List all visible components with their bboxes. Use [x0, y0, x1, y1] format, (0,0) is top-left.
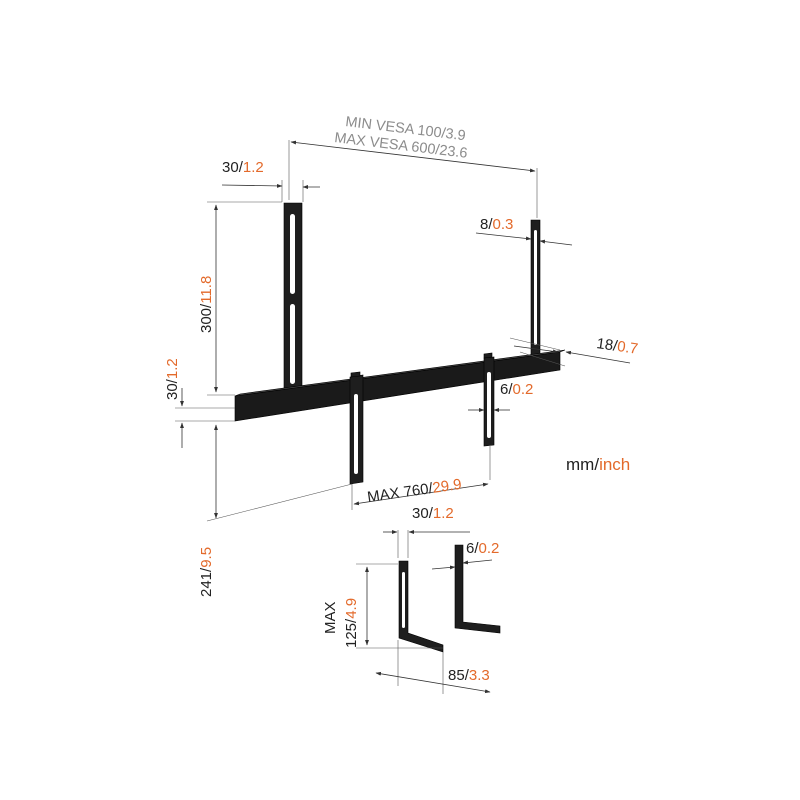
dim-label-6-bottom: 6/0.2 [466, 540, 499, 557]
dim-label-max-760: MAX 760/29.9 [366, 476, 463, 506]
main-bar [234, 349, 566, 422]
dim-label-85: 85/3.3 [448, 667, 490, 684]
width-85-line [375, 671, 491, 694]
dim-label-max-prefix: MAX [322, 601, 339, 634]
dimension-lines [180, 140, 631, 694]
left-arm [283, 202, 303, 399]
max-760-line [353, 482, 489, 506]
dim-label-241: 241/9.5 [198, 547, 215, 597]
units-legend: mm/inch [566, 455, 630, 474]
center-bracket [349, 371, 364, 485]
right-arm [530, 219, 541, 357]
dim-label-300: 300/11.8 [198, 276, 215, 333]
vesa-dimension-line [290, 140, 536, 173]
l-bracket-small [454, 544, 501, 634]
dim-label-125: 125/4.9 [343, 598, 360, 648]
dim-label-30-side: 30/1.2 [164, 358, 181, 400]
dim-label-18: 18/0.7 [595, 335, 639, 358]
dim-label-8: 8/0.3 [480, 216, 513, 233]
dim-label-30-bottom: 30/1.2 [412, 505, 454, 522]
dim-label-30-top: 30/1.2 [222, 159, 264, 176]
dim-label-6-top: 6/0.2 [500, 381, 533, 398]
right-bracket [483, 352, 495, 447]
vesa-labels: MIN VESA 100/3.9 MAX VESA 600/23.6 [334, 114, 469, 162]
l-bracket-large [398, 560, 444, 653]
